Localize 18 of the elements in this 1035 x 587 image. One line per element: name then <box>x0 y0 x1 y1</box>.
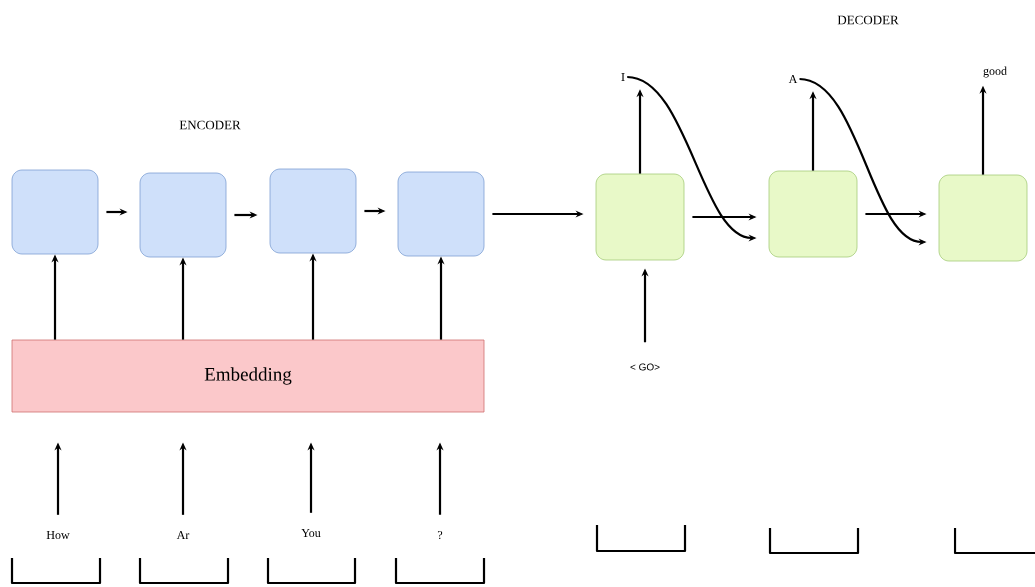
section-title: ENCODER <box>179 120 241 130</box>
embedding-layer-box: Embedding <box>11 339 485 413</box>
word-label: You <box>301 529 321 537</box>
decoder-cell <box>768 170 858 258</box>
decoder-cell <box>938 174 1028 262</box>
word-label: A <box>788 75 798 83</box>
encoder-cell <box>139 172 227 258</box>
word-label: ? <box>437 530 443 540</box>
word-label: How <box>46 531 70 539</box>
section-title: DECODER <box>837 15 899 25</box>
word-label: I <box>621 73 625 81</box>
encoder-cell <box>269 168 357 254</box>
word-label: Ar <box>176 531 190 539</box>
encoder-cell <box>11 169 99 255</box>
word-label: good <box>983 66 1007 78</box>
encoder-cell <box>397 171 485 257</box>
token-label: < GO> <box>630 363 660 371</box>
decoder-cell <box>595 173 685 261</box>
